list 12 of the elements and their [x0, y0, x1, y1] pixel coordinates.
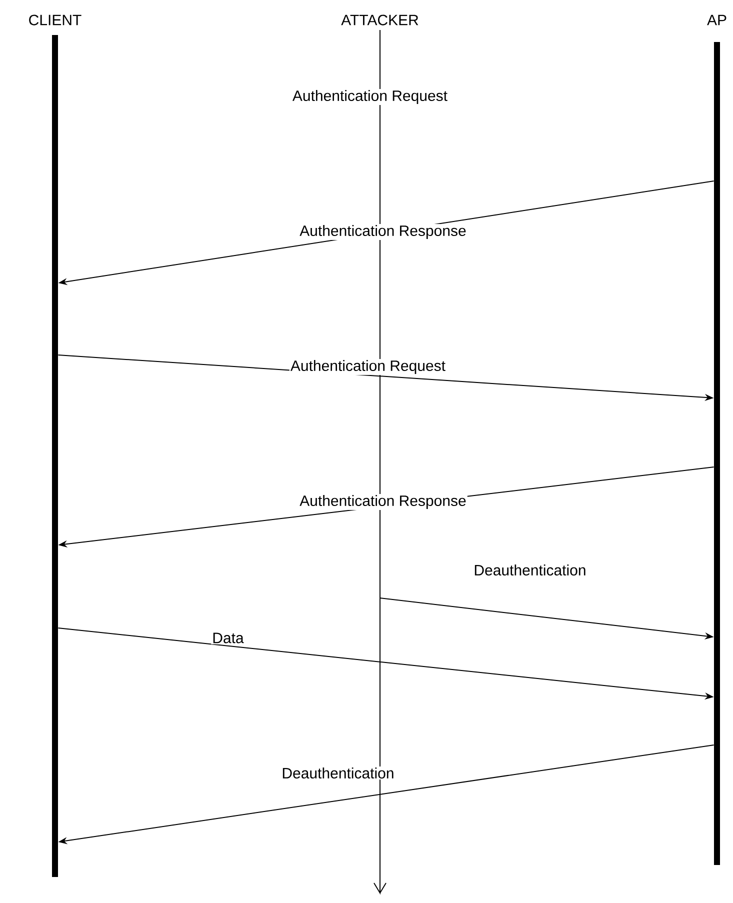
edge-label: Deauthentication [280, 766, 396, 780]
edge-label: Authentication Response [298, 224, 468, 240]
lifeline-header: ATTACKER [341, 14, 418, 26]
edge-label: Deauthentication [472, 564, 588, 577]
lifeline: CLIENT [29, 14, 82, 877]
node-label: AP [707, 14, 726, 26]
edge-label: Authentication Response [298, 494, 468, 510]
node-label: CLIENT [29, 14, 82, 26]
message-label: Authentication Request [291, 89, 449, 105]
lifeline: AP [707, 14, 726, 865]
edge-label: Data [211, 632, 245, 644]
edge-label: Authentication Request [289, 359, 447, 375]
